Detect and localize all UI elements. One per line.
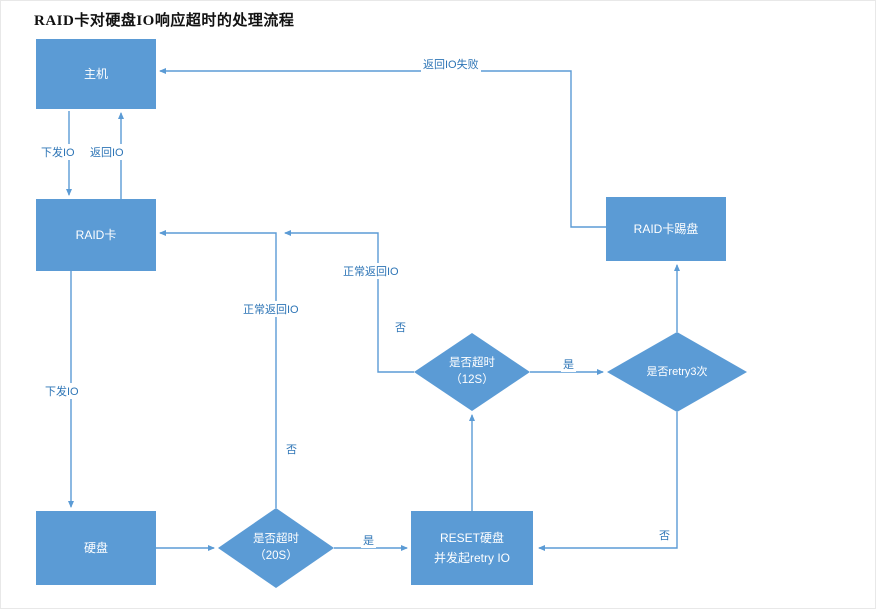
edge-label-normal-return-1: 正常返回IO [241, 301, 301, 317]
edge-label-send-io-1: 下发IO [39, 144, 77, 160]
decision-retry-3-times-label: 是否retry3次 [646, 365, 708, 378]
edge-label-return-io-fail: 返回IO失败 [421, 56, 481, 72]
node-raid-card: RAID卡 [36, 199, 156, 271]
decision-timeout-20s-line1: 是否超时 [253, 532, 299, 545]
node-reset-line2: 并发起retry IO [433, 551, 510, 565]
edge-label-send-io-2: 下发IO [43, 383, 81, 399]
edge-label-yes-20: 是 [361, 532, 376, 548]
decision-timeout-12s-line1: 是否超时 [449, 356, 495, 369]
node-reset-line1: RESET硬盘 [439, 530, 504, 545]
edge-t20-no-to-raid [159, 230, 277, 508]
edge-retry3-no-to-reset [538, 412, 678, 551]
diagram-title: RAID卡对硬盘IO响应超时的处理流程 [34, 13, 295, 29]
node-raid-kick-disk-label: RAID卡踢盘 [633, 221, 699, 236]
node-host: 主机 [36, 39, 156, 109]
node-disk-label: 硬盘 [83, 540, 108, 555]
edge-label-no-12: 否 [393, 319, 408, 335]
edge-label-return-io: 返回IO [88, 144, 126, 160]
node-raid-card-label: RAID卡 [75, 227, 117, 242]
edge-label-no-retry: 否 [657, 527, 672, 543]
edge-t12-no-to-raid-line [284, 230, 414, 373]
node-reset-disk-retry-io: RESET硬盘 并发起retry IO [411, 511, 533, 585]
edge-label-yes-12: 是 [561, 356, 576, 372]
decision-timeout-20s-line2: （20S） [254, 550, 298, 562]
node-raid-kick-disk: RAID卡踢盘 [606, 197, 726, 261]
edge-kick-to-host [159, 68, 606, 228]
edge-label-no-20: 否 [284, 441, 299, 457]
node-host-label: 主机 [83, 66, 108, 81]
decision-timeout-12s-line2: （12S） [450, 374, 494, 386]
node-disk: 硬盘 [36, 511, 156, 585]
edge-label-normal-return-2: 正常返回IO [341, 263, 401, 279]
